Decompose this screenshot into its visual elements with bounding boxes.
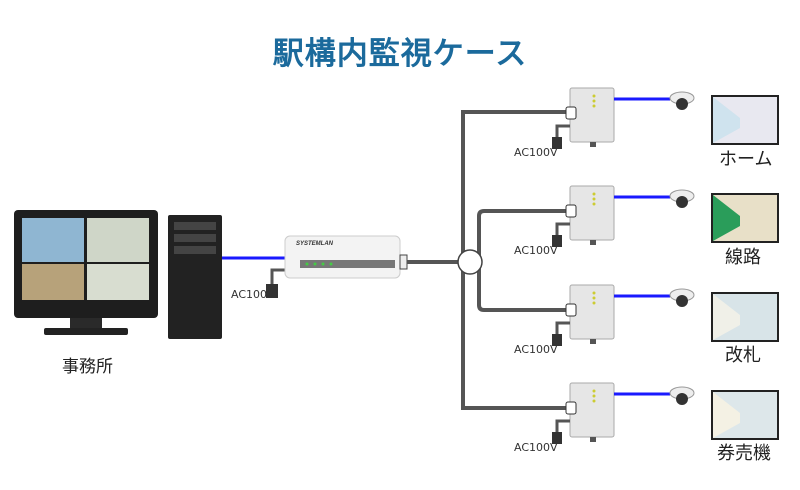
- slave-device: [565, 87, 615, 147]
- camera-view-thumbnail: [711, 292, 779, 342]
- plug-icon: [552, 235, 562, 247]
- power-cord: [555, 222, 570, 236]
- dome-camera-icon: [669, 189, 695, 208]
- splitter-icon: [457, 249, 483, 275]
- power-cord: [555, 321, 570, 335]
- power-label: AC100V: [514, 244, 558, 257]
- power-label: AC100V: [231, 288, 275, 301]
- plug-icon: [552, 432, 562, 444]
- camera-view-thumbnail: [711, 390, 779, 440]
- slave-device: [565, 382, 615, 442]
- power-cord: [555, 124, 570, 138]
- device-brand-logo: SYSTEMLAN: [296, 241, 334, 247]
- slave-device: [565, 185, 615, 245]
- power-cord: [555, 419, 570, 433]
- location-label: ホーム: [719, 149, 773, 170]
- page-title: 駅構内監視ケース: [272, 36, 528, 72]
- location-label: 改札: [725, 345, 761, 366]
- plug-icon: [552, 137, 562, 149]
- office-label: 事務所: [62, 357, 113, 377]
- location-label: 券売機: [717, 443, 771, 464]
- power-label: AC100V: [514, 441, 558, 454]
- dome-camera-icon: [669, 386, 695, 405]
- camera-view-thumbnail: [711, 193, 779, 243]
- slave-device: [565, 284, 615, 344]
- power-label: AC100V: [514, 343, 558, 356]
- dome-camera-icon: [669, 288, 695, 307]
- location-label: 線路: [725, 247, 761, 268]
- power-label: AC100V: [514, 146, 558, 159]
- dome-camera-icon: [669, 91, 695, 110]
- monitor-icon: [14, 210, 158, 335]
- pc-tower-icon: [168, 215, 222, 339]
- plug-icon: [552, 334, 562, 346]
- camera-view-thumbnail: [711, 95, 779, 145]
- master-device: [284, 235, 408, 279]
- plug-icon: [266, 284, 278, 298]
